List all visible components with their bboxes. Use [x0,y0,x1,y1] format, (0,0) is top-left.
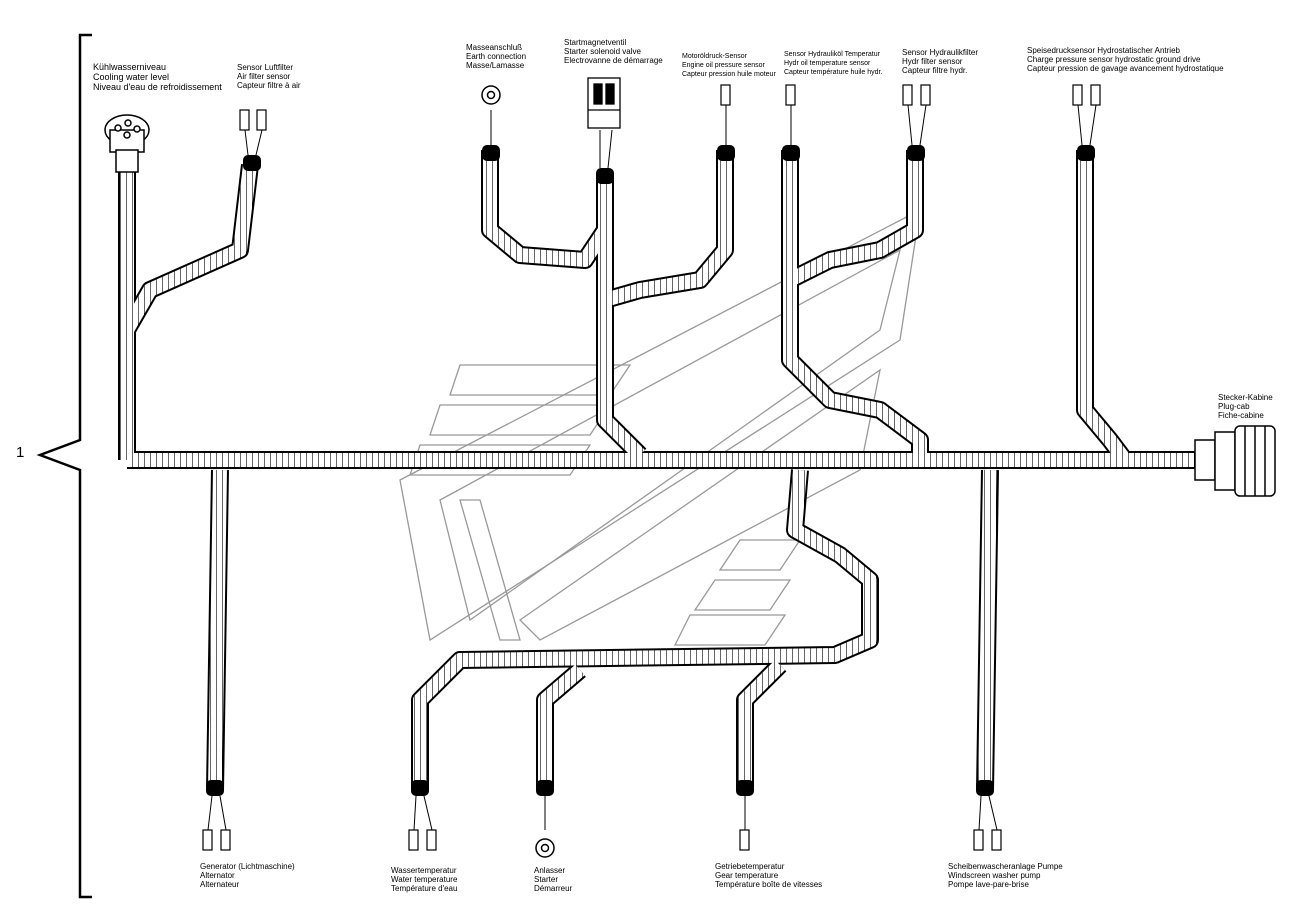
plug-cab-connector [1194,425,1276,497]
label-starter: Anlasser Starter Démarreur [534,866,573,893]
item-brace [36,33,92,899]
label-washer-pump: Scheibenwascheranlage Pumpe Windscreen w… [948,862,1063,889]
label-starter-solenoid: Startmagnetventil Starter solenoid valve… [564,38,663,65]
label-plug-cab: Stecker-Kabine Plug-cab Fiche-cabine [1218,393,1273,420]
cooling-level-connector [104,114,150,173]
starter-solenoid-plug [587,77,621,129]
label-hydr-oil-temp-sensor: Sensor Hydrauliköl Temperatur Hydr oil t… [784,51,883,76]
watermark-logo [399,208,921,646]
spade-terminals [202,84,1101,851]
label-earth-connection: Masseanschluß Earth connection Masse/Lam… [466,43,527,70]
label-air-filter-sensor: Sensor Luftfilter Air filter sensor Capt… [237,63,301,90]
label-gear-temperature: Getriebetemperatur Gear temperature Temp… [715,862,823,889]
label-cooling-water-level: Kühlwasserniveau Cooling water level Niv… [93,62,222,92]
item-number: 1 [16,444,25,461]
harness [118,150,1200,791]
wire-leads [207,104,1097,831]
label-charge-pressure-sensor: Speisedrucksensor Hydrostatischer Antrie… [1027,46,1224,73]
label-oil-pressure-sensor: Motoröldruck-Sensor Engine oil pressure … [682,53,776,78]
label-water-temperature: Wassertemperatur Water temperature Tempé… [391,866,458,893]
ring-terminals [481,85,555,858]
label-hydr-filter-sensor: Sensor Hydraulikfilter Hydr filter senso… [902,48,979,75]
sleeve-ends [206,145,1095,796]
label-alternator: Generator (Lichtmaschine) Alternator Alt… [200,862,295,889]
